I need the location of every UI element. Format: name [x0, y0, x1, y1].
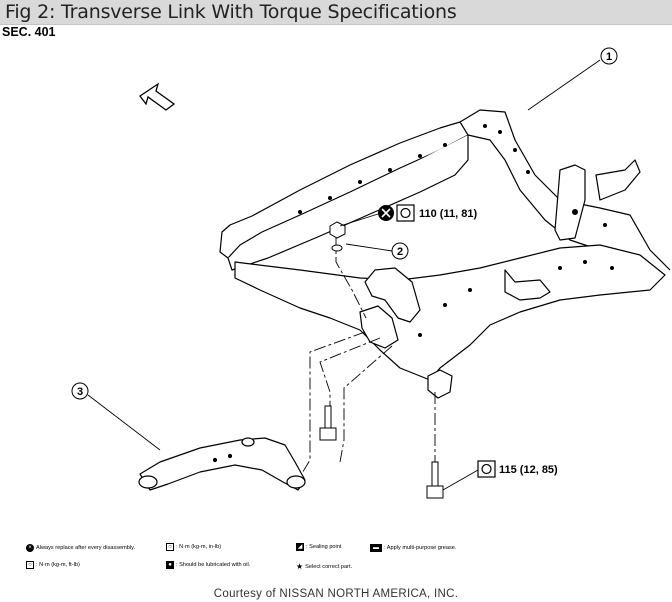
svg-text:3: 3 — [77, 386, 83, 398]
legend-nm-ftlb: ○ : N·m (kg-m, ft-lb) — [26, 561, 80, 569]
legend-grease: ▬ : Apply multi-purpose grease. — [370, 544, 456, 552]
torque-spec-115: 115 (12, 85) — [442, 460, 558, 491]
suspension-member — [219, 109, 671, 399]
torque-wrench-icon — [396, 204, 415, 222]
torque-wrench-icon: ○ — [166, 543, 174, 551]
svg-text:2: 2 — [397, 246, 403, 258]
oil-icon: ● — [166, 561, 174, 569]
alignment-lines — [297, 236, 436, 481]
callout-1: 1 — [600, 47, 618, 65]
transverse-link-part-3 — [138, 437, 306, 491]
star-icon: ★ — [296, 562, 304, 571]
svg-text:115 (12, 85): 115 (12, 85) — [499, 464, 558, 476]
svg-text:110 (11, 81): 110 (11, 81) — [419, 208, 477, 220]
bolt-short — [319, 405, 337, 441]
legend-nm-inlb: ○ : N·m (kg-m, in-lb) — [166, 543, 221, 551]
legend-lubricate: ● : Should be lubricated with oil. — [166, 561, 250, 569]
nut-part-2 — [329, 221, 346, 252]
torque-spec-110: 110 (11, 81) — [339, 204, 477, 227]
callout-2: 2 — [391, 242, 409, 260]
legend-sealing: ◢ : Sealing point — [296, 543, 342, 551]
section-label: SEC. 401 — [2, 25, 56, 39]
leader-lines — [87, 59, 601, 451]
sealing-point-icon: ◢ — [296, 543, 304, 551]
always-replace-icon: × — [26, 544, 34, 552]
grease-icon: ▬ — [370, 544, 382, 552]
torque-wrench-icon: ○ — [26, 561, 34, 569]
title-bar: Fig 2: Transverse Link With Torque Speci… — [0, 0, 672, 25]
torque-wrench-icon — [477, 460, 496, 478]
callout-3: 3 — [71, 382, 89, 400]
legend-select: ★ Select correct part. — [296, 562, 353, 571]
front-direction-arrow — [139, 82, 176, 111]
courtesy-credit: Courtesy of NISSAN NORTH AMERICA, INC. — [213, 588, 459, 600]
svg-text:1: 1 — [606, 51, 612, 63]
bolt-long — [426, 461, 444, 499]
legend-replace: × Always replace after every disassembly… — [26, 544, 135, 552]
figure-title: Fig 2: Transverse Link With Torque Speci… — [5, 1, 457, 23]
